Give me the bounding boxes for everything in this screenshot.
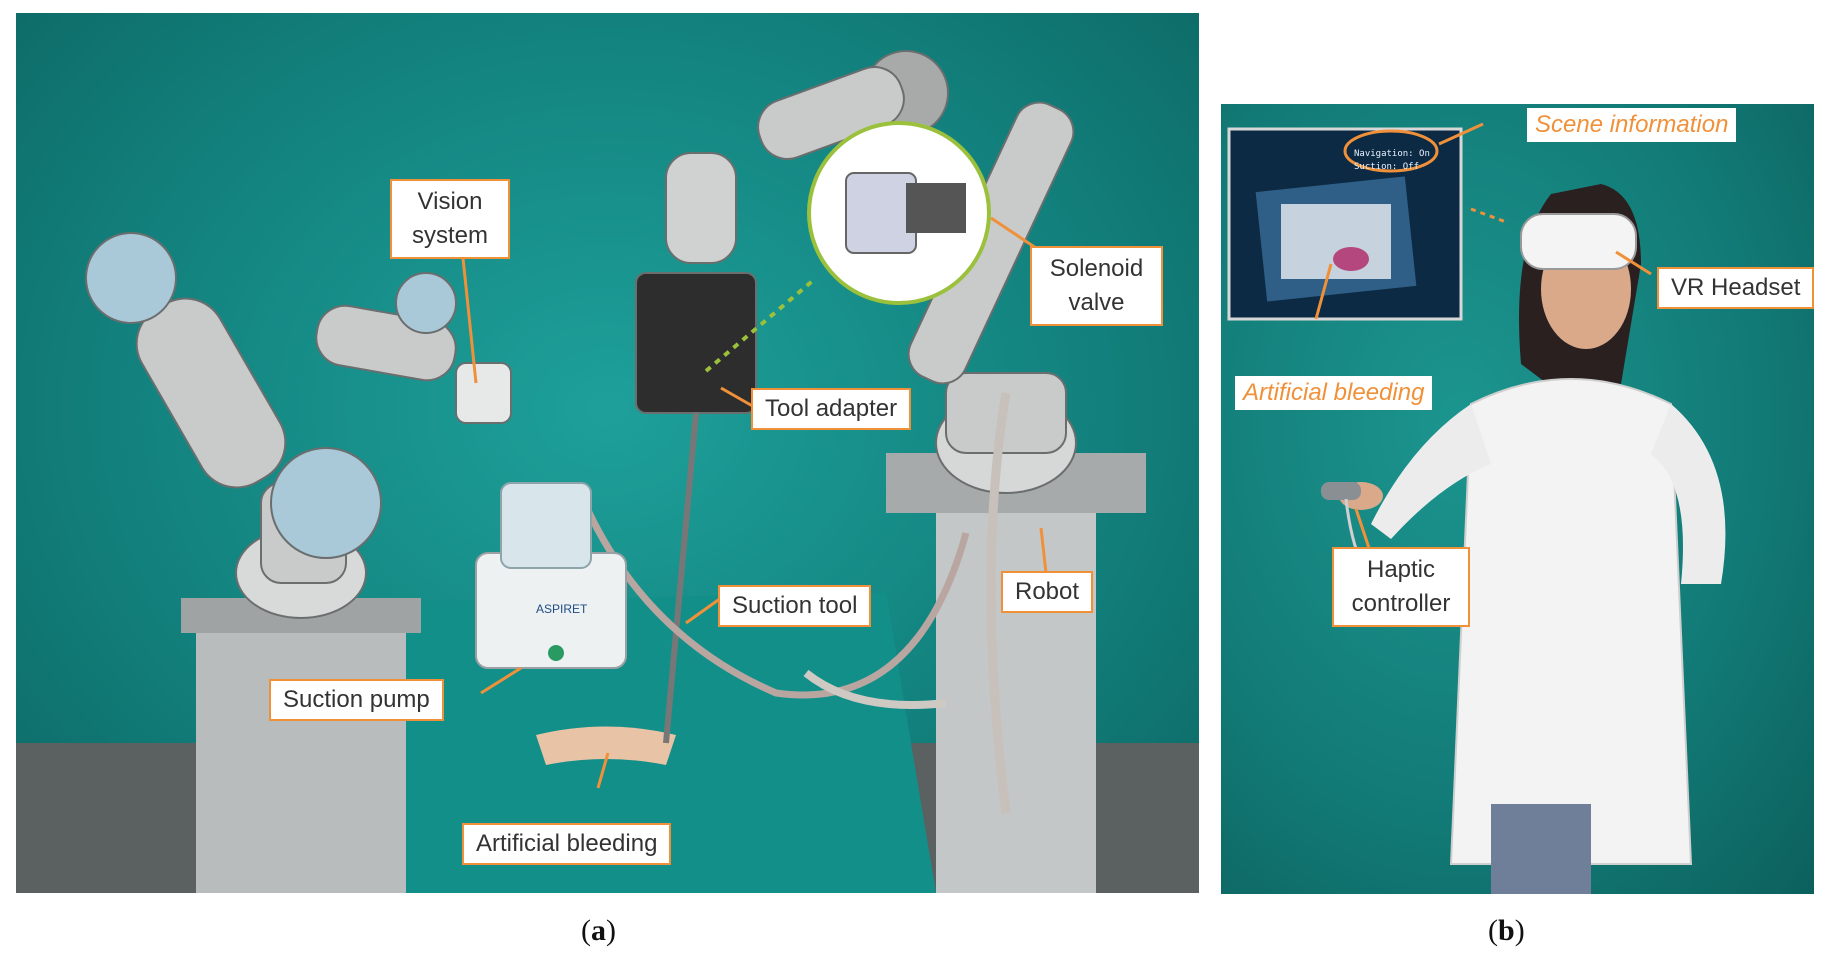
label-artificial-bleeding-a: Artificial bleeding [462,823,672,865]
label-tool-adapter: Tool adapter [751,388,912,430]
label-vr-headset: VR Headset [1657,267,1814,309]
label-scene-information: Scene information [1527,108,1737,142]
bleeding-phantom [536,726,676,765]
hud-navigation: Navigation: On [1354,149,1430,159]
label-suction-pump: Suction pump [269,679,444,721]
left-robot-arm [85,232,512,619]
vr-headset-device [1520,213,1637,270]
caption-b: (b) [1488,914,1525,947]
panel-b-photo: Navigation: On Suction: Off Scene inform… [1221,104,1814,894]
label-artificial-bleeding-b: Artificial bleeding [1235,376,1433,410]
pump-brand-text: ASPIRET [536,602,588,616]
right-robot-arm [635,50,1077,494]
caption-a: (a) [581,914,616,947]
operator-figure [1321,184,1726,894]
dashed-zoom-line [704,276,818,373]
scene-info-ellipse [1343,129,1439,173]
label-suction-tool: Suction tool [718,585,872,627]
label-haptic-controller: Haptic controller [1332,547,1470,627]
label-robot: Robot [1001,571,1094,613]
label-solenoid-valve: Solenoid valve [1030,246,1163,326]
vr-operator-illustration [1227,122,1726,894]
haptic-controller-device [1321,482,1361,500]
suction-pump-device: ASPIRET [475,482,627,669]
label-vision-system: Vision system [390,179,510,259]
hud-suction: Suction: Off [1354,162,1420,172]
robot-setup-illustration: ASPIRET [16,50,1199,893]
panel-a-photo: ASPIRET Vision system Solenoid valve Too… [16,13,1199,893]
suction-tool-shaft [663,412,699,744]
